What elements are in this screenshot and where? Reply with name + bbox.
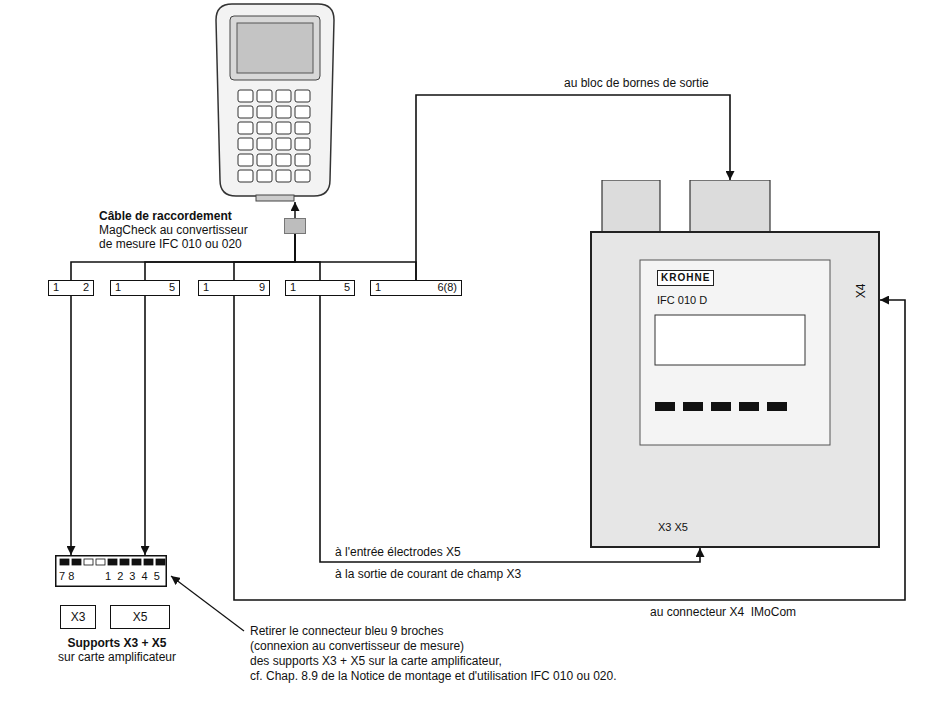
cable-line (70, 296, 72, 555)
leader-line (171, 576, 244, 631)
keypad-key (295, 154, 310, 166)
node-text: 1 9 (203, 281, 265, 293)
keypad-key (257, 90, 272, 102)
node-text: 1 5 (115, 281, 175, 293)
socket-box: X5 (110, 605, 170, 629)
pin-socket (72, 559, 81, 565)
keypad-key (257, 170, 272, 182)
keypad-key (257, 122, 272, 134)
cable-connector: Câble de raccordementMagCheck au convert… (284, 218, 306, 234)
keypad-key (295, 170, 310, 182)
pin-socket (120, 559, 129, 565)
keypad-key (238, 90, 253, 102)
node-text: MagCheck au convertisseur de mesure IFC … (99, 223, 259, 251)
keypad-key (276, 154, 291, 166)
plug-box: 1 5 (285, 280, 355, 296)
caption: sur carte amplificateur (30, 650, 204, 664)
cable-arrow (294, 202, 296, 218)
pin-socket (84, 559, 93, 565)
keypad-key (238, 122, 253, 134)
node-text: 1 2 (53, 281, 89, 293)
keypad-key (257, 106, 272, 118)
cable-label: à l'entrée électrodes X5 (333, 545, 463, 559)
magcheck-handheld (216, 4, 334, 201)
converter-housing (591, 232, 879, 547)
keypad-key (295, 106, 310, 118)
keypad-key (238, 170, 253, 182)
node-text: X4 (854, 284, 868, 299)
keypad-key (295, 138, 310, 150)
keypad-key (295, 122, 310, 134)
node-text: X3 (71, 610, 86, 624)
keypad-key (276, 106, 291, 118)
node-text: X3 X5 (658, 520, 688, 534)
terminal-block (602, 180, 660, 233)
node-text: 1 5 (290, 281, 350, 293)
plug-box: 1 2 (48, 280, 94, 296)
key (739, 402, 759, 411)
display-panel (640, 260, 830, 445)
keypad-key (276, 170, 291, 182)
key (767, 402, 787, 411)
plug-box: 1 6(8) (370, 280, 462, 296)
keypad-key (238, 138, 253, 150)
note-text: (connexion au convertisseur de mesure) (248, 639, 466, 653)
keypad-key (276, 122, 291, 134)
key (655, 402, 675, 411)
pin-socket (108, 559, 117, 565)
key (683, 402, 703, 411)
node-text: KROHNE (657, 270, 714, 286)
keypad-key (238, 106, 253, 118)
caption: Supports X3 + X5 (30, 636, 204, 650)
converter-unit: KROHNE IFC 010 D X4 X3 X5 (590, 180, 880, 548)
key (711, 402, 731, 411)
keypad-key (276, 138, 291, 150)
keypad-key (257, 138, 272, 150)
pin-socket (60, 559, 69, 565)
cable-line (234, 234, 295, 280)
plug-box: 1 5 (110, 280, 180, 296)
keypad-key (238, 154, 253, 166)
note-text: des supports X3 + X5 sur la carte amplif… (248, 654, 504, 668)
node-text: X5 (133, 610, 148, 624)
keypad-key (276, 90, 291, 102)
keypad-key (295, 90, 310, 102)
node-text: 7 8 (59, 569, 74, 583)
plug-box: 1 9 (198, 280, 270, 296)
cable-line (295, 234, 320, 280)
connector-strip: 7 8 1 2 3 4 5 (55, 555, 167, 587)
node-text: Câble de raccordement (99, 209, 279, 223)
strip-outline (56, 556, 167, 587)
terminal-block (690, 180, 770, 233)
pin-socket (132, 559, 141, 565)
lcd-window (655, 315, 805, 365)
cable-label: au bloc de bornes de sortie (562, 76, 711, 90)
pin-socket (156, 559, 165, 565)
node-text: IFC 010 D (657, 293, 707, 307)
node-shape (590, 180, 880, 548)
cable-line (144, 296, 146, 555)
note-text: cf. Chap. 8.9 de la Notice de montage et… (248, 669, 619, 683)
node-text: 1 6(8) (375, 281, 457, 293)
keypad-key (257, 154, 272, 166)
cable-label: au connecteur X4 IMoCom (648, 605, 798, 619)
pin-socket (96, 559, 105, 565)
cable-label: à la sortie de courant de champ X3 (333, 567, 523, 581)
node-text: 1 2 3 4 5 (105, 569, 160, 583)
note-text: Retirer le connecteur bleu 9 broches (248, 624, 445, 638)
pin-socket (144, 559, 153, 565)
cable-line (295, 234, 416, 280)
socket-box: X3 (60, 605, 96, 629)
